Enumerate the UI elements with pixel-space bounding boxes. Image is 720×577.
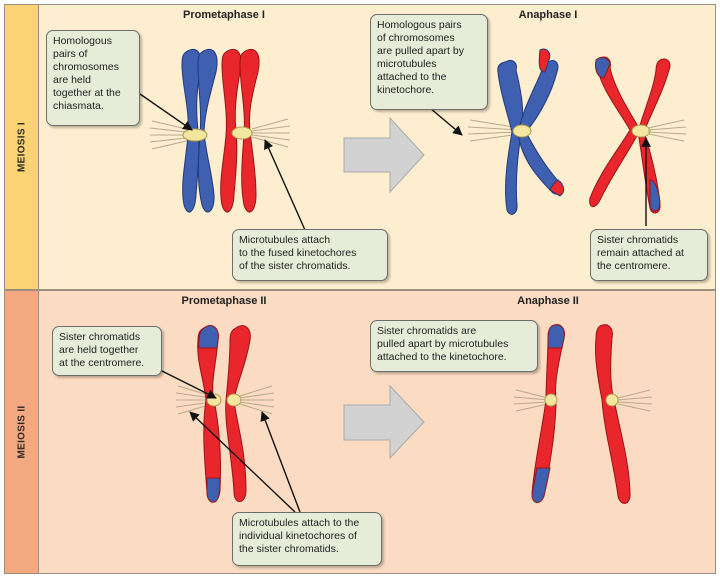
kinetochore-2b xyxy=(226,393,242,407)
callout-chromatids-pulled-apart: Sister chromatids are pulled apart by mi… xyxy=(370,320,538,372)
kinetochore-2a xyxy=(206,393,222,407)
blue-separated-homolog xyxy=(497,48,565,215)
arrow-2-icon xyxy=(343,384,425,460)
spindle-fibers-right-2 xyxy=(239,385,275,415)
prometaphase-1-chromosomes xyxy=(149,48,291,213)
pointer-pulled-apart-1 xyxy=(429,107,463,136)
callout-chiasmata: Homologous pairs of chromosomes are held… xyxy=(46,30,140,126)
pointer-fused-kinetochores xyxy=(264,139,306,231)
anaphase-2-title: Anaphase II xyxy=(517,295,579,307)
callout-held-together: Sister chromatids are held together at t… xyxy=(52,326,162,376)
spindle-fibers-anaphase-2-left xyxy=(513,389,549,412)
separated-chromatid-left xyxy=(531,324,565,503)
anaphase-1-chromosomes xyxy=(467,48,687,215)
callout-fused-kinetochores: Microtubules attach to the fused kinetoc… xyxy=(232,229,388,281)
prometaphase-2-chromosome xyxy=(175,325,275,503)
spindle-fibers-anaphase-1-right xyxy=(647,119,687,142)
meiosis-2-side-bar: MEIOSIS II xyxy=(5,291,39,573)
spindle-fibers-right-1 xyxy=(251,118,291,148)
prometaphase-2-title: Prometaphase II xyxy=(181,295,267,307)
pointer-kinetochore-left xyxy=(189,411,296,513)
callout-remain-attached: Sister chromatids remain attached at the… xyxy=(590,229,708,281)
meiosis-1-side-bar: MEIOSIS I xyxy=(5,5,39,289)
anaphase-2-chromosomes xyxy=(513,324,653,504)
pointer-chiasmata xyxy=(139,93,193,131)
kinetochore-anaphase-2-left xyxy=(544,393,558,407)
pointer-kinetochore-right xyxy=(260,411,301,513)
callout-individual-kinetochores: Microtubules attach to the individual ki… xyxy=(232,512,382,566)
callout-homologs-pulled-apart: Homologous pairs of chromosomes are pull… xyxy=(370,14,488,110)
kinetochore-anaphase-2-right xyxy=(605,393,619,407)
sister-chromatids-2 xyxy=(197,325,251,503)
kinetochore-anaphase-1-red xyxy=(631,124,651,138)
prometaphase-1-title: Prometaphase I xyxy=(183,9,265,21)
arrow-1-icon xyxy=(343,116,425,194)
kinetochore-red-1 xyxy=(231,126,253,140)
red-separated-homolog xyxy=(589,56,671,214)
spindle-fibers-anaphase-2-right xyxy=(617,389,653,412)
kinetochore-blue-1 xyxy=(182,128,208,142)
separated-chromatid-right xyxy=(595,324,631,504)
kinetochore-anaphase-1-blue xyxy=(512,124,532,138)
pointer-lines xyxy=(129,93,651,513)
anaphase-1-title: Anaphase I xyxy=(518,9,578,21)
